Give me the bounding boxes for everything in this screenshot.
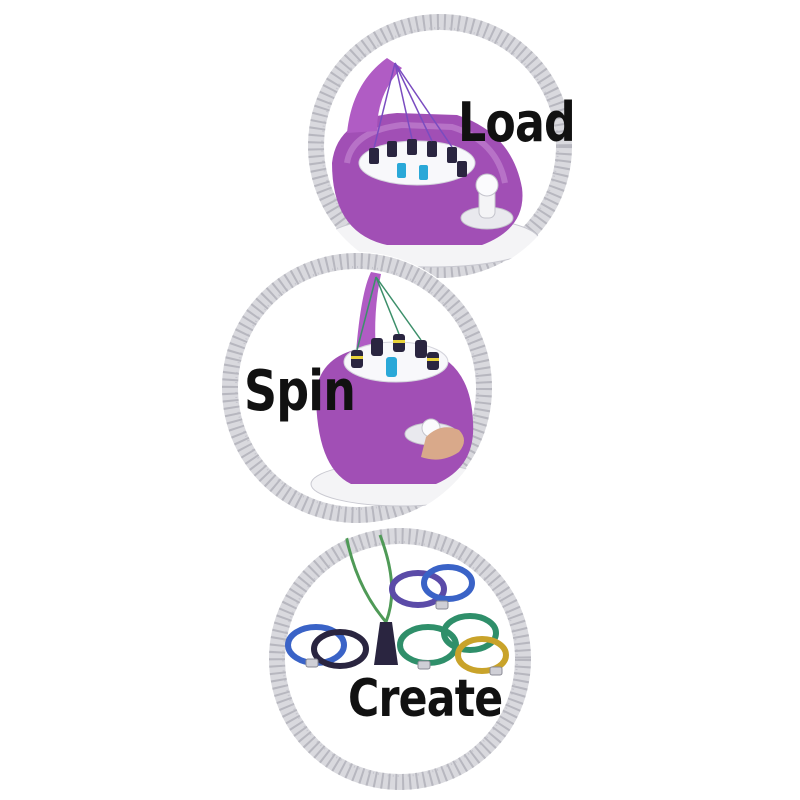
glitter-ring (222, 253, 492, 523)
step-label-load: Load (458, 91, 576, 154)
bracelet-machine-image (323, 58, 541, 268)
step-label-spin: Spin (244, 359, 356, 424)
glitter-ring (269, 528, 531, 790)
step-load-circle (307, 13, 573, 279)
step-label-create: Create (348, 669, 503, 729)
step-spin-circle (221, 252, 493, 524)
spinning-machine-image (310, 272, 492, 507)
step-create-circle (268, 527, 532, 791)
finished-bracelets-image (285, 534, 509, 676)
